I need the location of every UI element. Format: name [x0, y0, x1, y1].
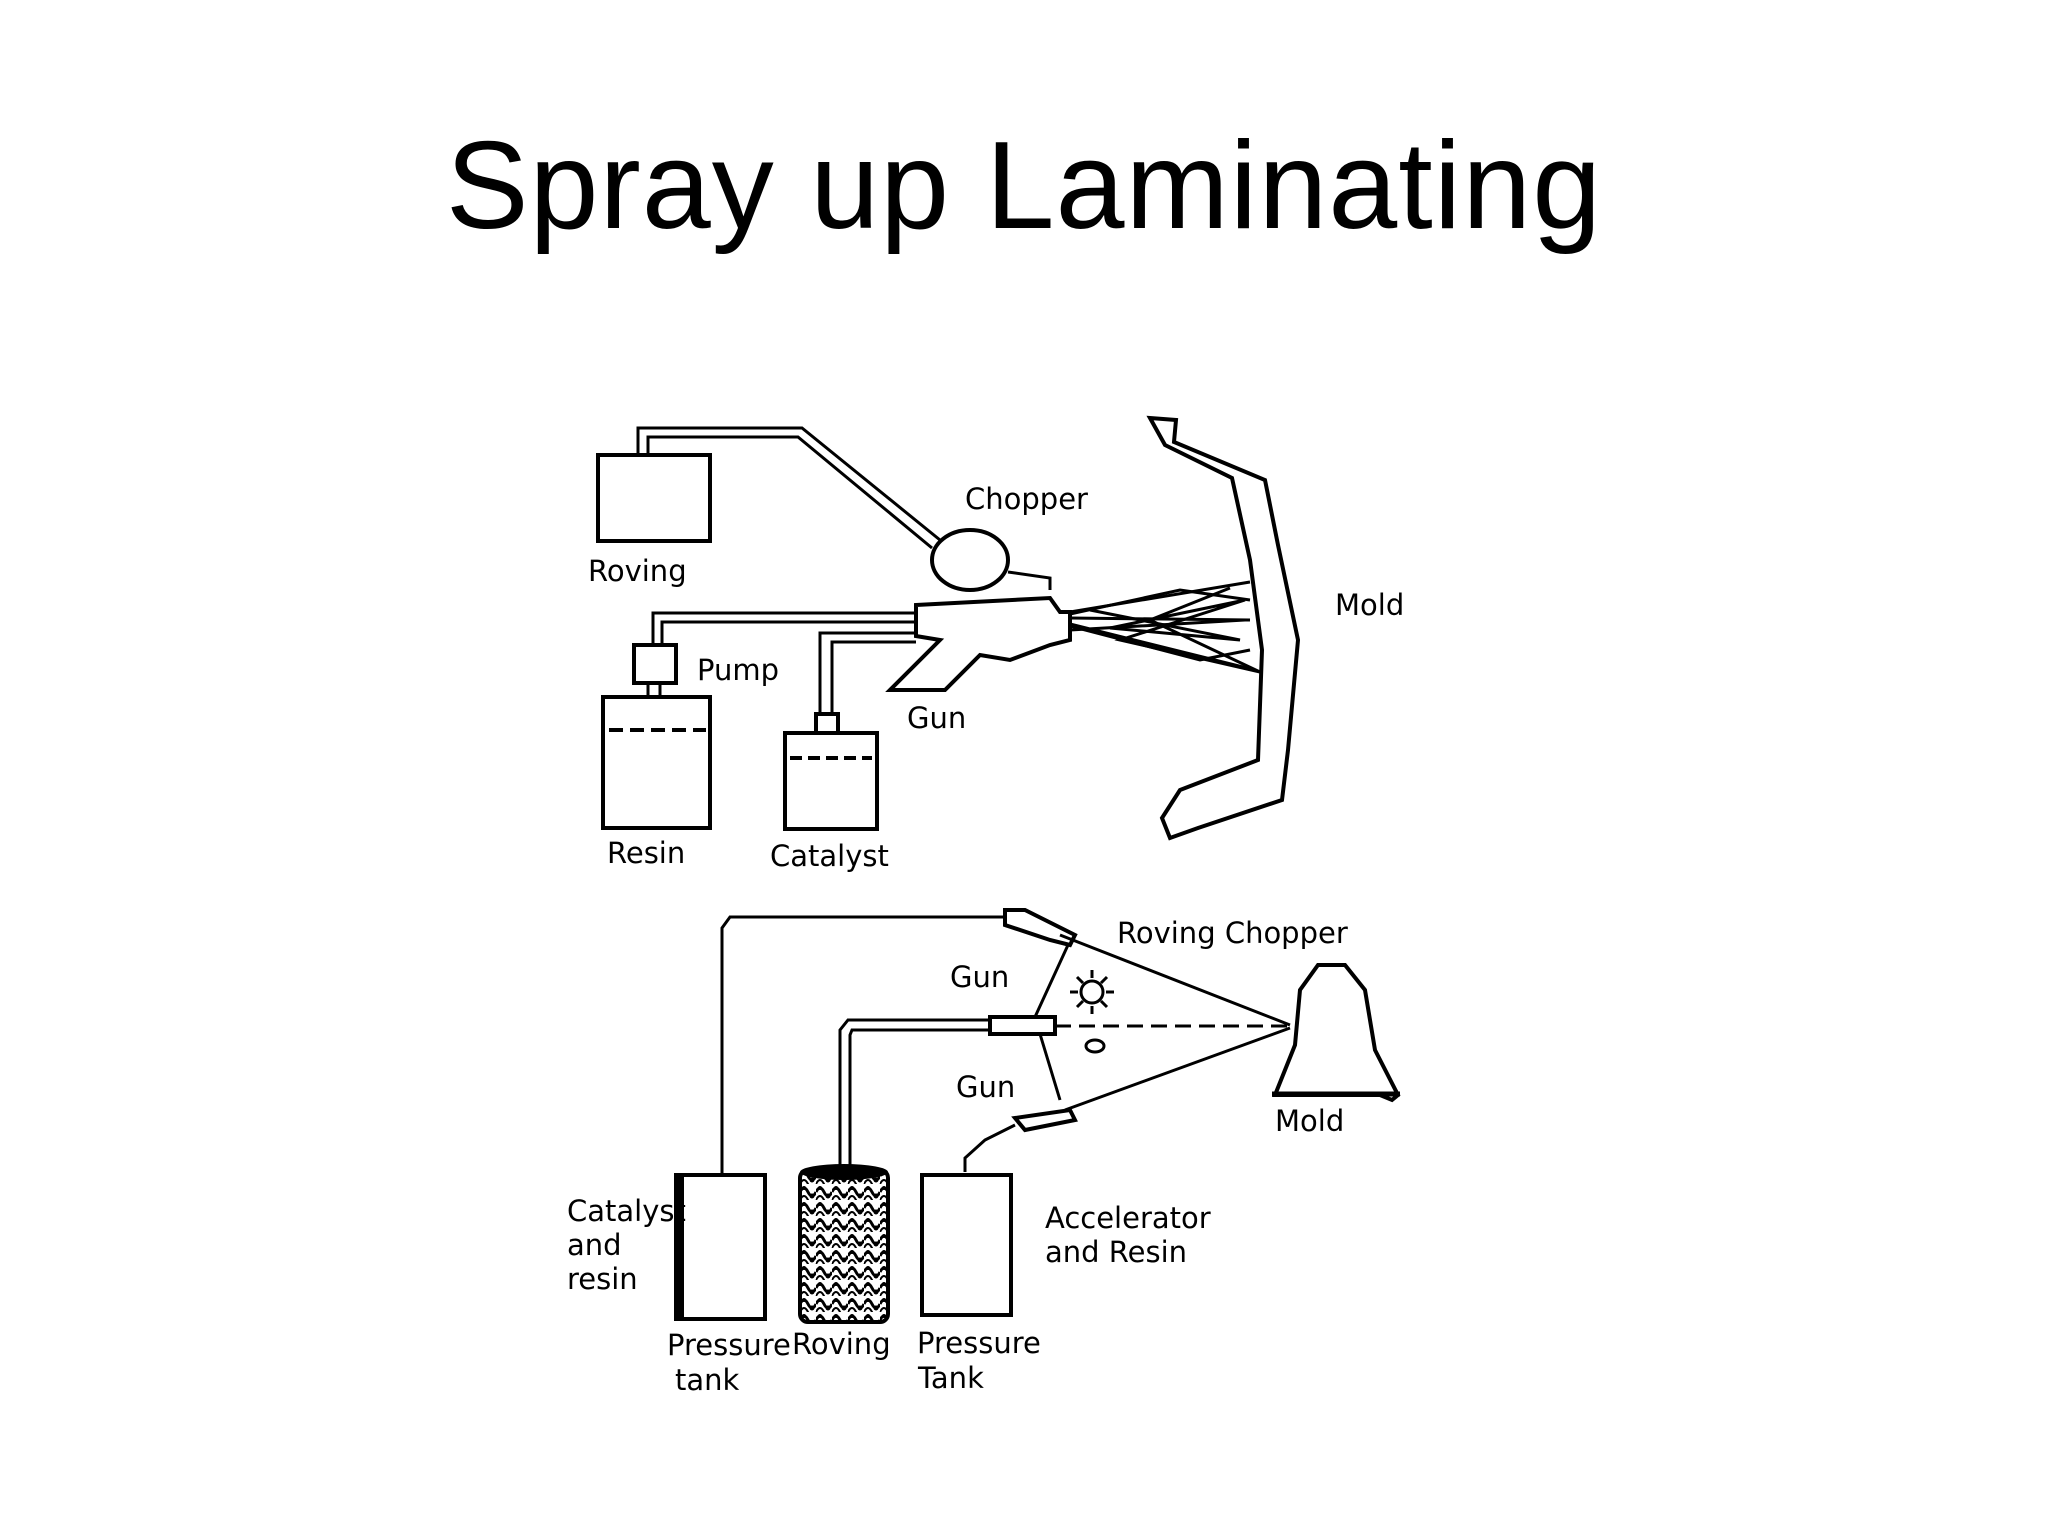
accelerator-line — [963, 1123, 1016, 1172]
label-catalyst-line1: Catalyst — [567, 1194, 686, 1228]
catalyst-tank — [783, 731, 879, 831]
label-catalyst: Catalyst — [770, 839, 889, 873]
chopper — [930, 528, 1010, 592]
upper-gun — [1003, 908, 1078, 948]
label-accelerator-line1: Accelerator — [1045, 1201, 1211, 1235]
catalyst-resin-line — [720, 915, 1005, 1175]
resin-line — [651, 611, 916, 645]
label-mold-top: Mold — [1335, 588, 1404, 622]
slide-title: Spray up Laminating — [445, 117, 1603, 255]
label-pressure-tank-left-line1: Pressure — [667, 1328, 791, 1362]
chopper-wheel-icon — [1070, 970, 1114, 1054]
label-catalyst-line2: and — [567, 1228, 622, 1262]
label-pressure-tank-left-line2: tank — [675, 1363, 740, 1397]
mold-top[interactable] — [1146, 415, 1301, 841]
label-catalyst-line3: resin — [567, 1262, 638, 1296]
pump — [632, 643, 678, 685]
pump-connector — [646, 683, 662, 697]
pressure-tank-right — [920, 1173, 1013, 1317]
roving-box — [596, 453, 712, 543]
resin-tank — [601, 695, 712, 830]
label-roving-bottom: Roving — [792, 1327, 891, 1361]
label-chopper: Chopper — [965, 482, 1088, 516]
spray-cone-lower — [1064, 1026, 1291, 1112]
spray-gun — [885, 595, 1072, 692]
top-diagram: Roving Chopper Mold Pump Gun Resin Catal… — [588, 415, 1404, 873]
label-pressure-tank-right-line2: Tank — [917, 1361, 984, 1395]
label-mold-bottom: Mold — [1275, 1104, 1344, 1138]
roving-spool — [798, 1168, 890, 1324]
label-gun-top: Gun — [907, 701, 966, 735]
pressure-tank-left — [674, 1173, 767, 1321]
label-accelerator-line2: and Resin — [1045, 1235, 1187, 1269]
roving-chopper — [988, 1015, 1057, 1036]
label-roving-chopper: Roving Chopper — [1117, 916, 1348, 950]
label-resin: Resin — [607, 836, 685, 870]
lower-gun — [1011, 1107, 1078, 1133]
gun-bracket — [1033, 944, 1070, 1101]
bottom-diagram: Roving Chopper Gun Gun Mold Catalyst and… — [567, 908, 1401, 1397]
mold-bottom[interactable] — [1272, 963, 1401, 1103]
label-gun-upper: Gun — [950, 960, 1009, 994]
label-roving: Roving — [588, 554, 687, 588]
label-gun-lower: Gun — [956, 1070, 1015, 1104]
label-pump: Pump — [697, 653, 779, 687]
spray-pattern — [1069, 580, 1261, 674]
roving-spool-top — [800, 1164, 888, 1180]
roving-feed-bottom — [838, 1018, 990, 1167]
chopper-nozzle — [1007, 570, 1052, 590]
roving-feed-line — [636, 426, 941, 550]
label-pressure-tank-right-line1: Pressure — [917, 1326, 1041, 1360]
catalyst-line — [818, 631, 916, 718]
spray-cone-upper — [1059, 933, 1291, 1027]
